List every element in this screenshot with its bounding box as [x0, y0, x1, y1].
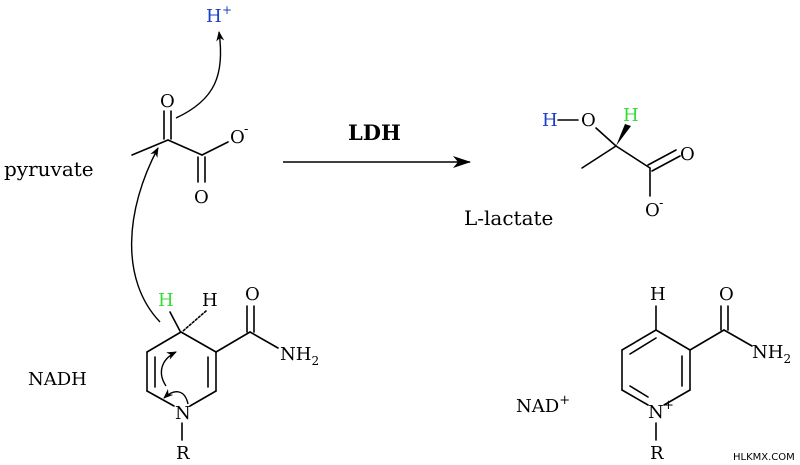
proton-transfer-arrow — [175, 31, 225, 119]
nad-amide-CN — [723, 329, 753, 347]
nadh-ring-c6n — [146, 390, 175, 407]
lactate-hydroxyl-H: H — [542, 110, 558, 131]
nadh-label: NADH — [28, 369, 87, 390]
nadh-R: R — [176, 443, 190, 464]
lactate-O-C2-bond — [595, 127, 617, 147]
lactate-carbonyl-O: O — [680, 144, 695, 165]
watermark: HLKMX.COM — [733, 452, 795, 463]
hydride-transfer-arrow — [130, 147, 161, 323]
nad-ring-c6n-inner — [629, 385, 649, 398]
nadh-ring-N: N — [175, 403, 191, 424]
lactate-O-minus: O — [645, 200, 660, 221]
lactate-carbonyl-bond-a — [647, 149, 677, 166]
nadh-amide-CN — [249, 331, 279, 349]
lactate-minus: - — [659, 196, 663, 211]
lactate-carbonyl-bond-b — [651, 155, 681, 172]
lactate-stereo-wedge — [616, 124, 631, 146]
lactate-stereo-H: H — [623, 105, 639, 126]
pyruvate-label: pyruvate — [4, 157, 94, 181]
nad-amide-NH: NH2 — [752, 342, 791, 366]
nadh-electron-arrow-b — [163, 388, 189, 405]
nadh-CH-bond-a — [169, 311, 181, 332]
lactate-c1c2-bond — [615, 145, 651, 169]
nad-label: NAD+ — [516, 393, 570, 417]
nadh-ring-c4c5 — [146, 331, 182, 353]
nadh-transfer-H: H — [158, 290, 174, 311]
nadh-other-H: H — [202, 290, 218, 311]
nad-H: H — [650, 284, 666, 305]
nad-ring-c3c4 — [655, 329, 691, 351]
nad-ring-N: N — [648, 402, 664, 423]
nad-ring-c6n — [621, 389, 649, 406]
nadh-amide-bond — [215, 331, 251, 353]
nad-ring-c4c5-inner — [629, 337, 657, 355]
pyruvate-c1c2-bond — [167, 139, 203, 156]
lactate-structure: H O H O O - L-lactate — [464, 105, 695, 230]
lactate-methyl-bond — [581, 145, 617, 169]
nadh-ring-nc2 — [189, 390, 217, 407]
pyruvate-minus: - — [244, 122, 248, 137]
pyruvate-carbonyl-O: O — [194, 187, 209, 208]
proton-charge: + — [222, 3, 232, 17]
nadh-CH-bond-b — [182, 310, 207, 332]
proton-symbol: H — [206, 6, 222, 27]
nadh-amide-O: O — [245, 284, 260, 305]
lactate-hydroxyl-O: O — [581, 110, 596, 131]
nadh-amide-NH: NH2 — [280, 344, 319, 368]
nad-ring-nc2 — [663, 389, 691, 406]
nad-R: R — [650, 443, 664, 464]
pyruvate-keto-O: O — [160, 91, 175, 112]
proton-label: H + — [206, 3, 232, 27]
nadh-ring-c3c4 — [180, 331, 217, 353]
enzyme-label: LDH — [348, 120, 401, 145]
pyruvate-carboxylate-bond — [201, 141, 229, 156]
nad-structure: NAD+ H N + R O NH2 — [516, 284, 791, 464]
lactate-label: L-lactate — [464, 206, 553, 230]
nad-amide-bond — [689, 329, 725, 351]
nadh-electron-arrow-a — [160, 351, 177, 387]
nadh-structure: NADH H H N R O NH2 — [28, 284, 319, 464]
nad-ring-c4c5 — [621, 329, 657, 351]
pyruvate-structure: pyruvate O O - O — [4, 91, 248, 208]
nad-amide-O: O — [719, 284, 734, 305]
pyruvate-methyl-bond — [131, 139, 169, 156]
pyruvate-O-minus: O — [230, 127, 245, 148]
nad-ring-charge: + — [663, 398, 674, 413]
